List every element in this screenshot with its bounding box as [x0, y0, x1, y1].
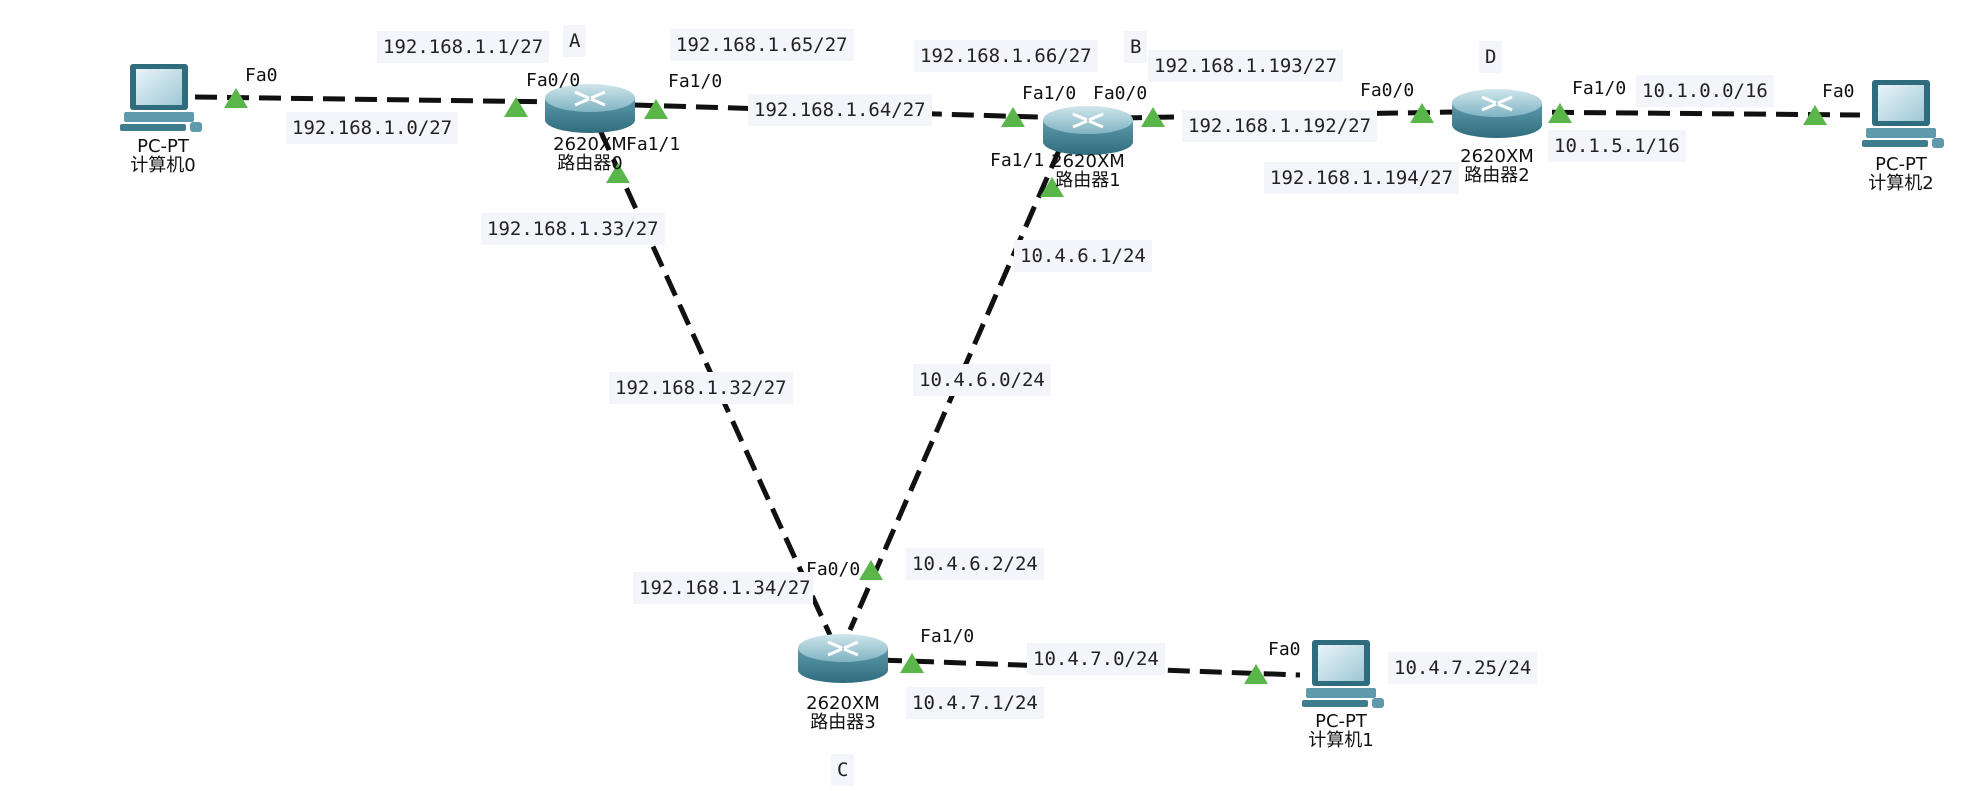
pc1-name: 计算机1 — [1308, 730, 1374, 751]
r0-model: 2620XM — [553, 134, 627, 155]
pc0-name: 计算机0 — [130, 155, 196, 176]
note-r1-fa11-ip: 10.4.6.1/24 — [1014, 240, 1152, 272]
port-marker-r1-fa00[interactable] — [1141, 107, 1165, 127]
port-label-r1-fa10: Fa1/0 — [1022, 83, 1077, 104]
note-net-r1-r2: 192.168.1.192/27 — [1182, 110, 1378, 142]
port-label-r2-fa00: Fa0/0 — [1360, 80, 1415, 101]
note-net-r0-pc0: 192.168.1.0/27 — [286, 112, 459, 144]
port-label-r1-fa11: Fa1/1 — [990, 150, 1045, 171]
note-r1-fa10-ip: 192.168.1.66/27 — [914, 40, 1098, 72]
port-marker-pc1-fa0[interactable] — [1244, 664, 1268, 684]
r3-model: 2620XM — [806, 693, 880, 714]
port-label-pc1-fa0: Fa0 — [1268, 639, 1301, 660]
r2-name: 路由器2 — [1464, 165, 1530, 186]
note-net-r2-pc2: 10.1.0.0/16 — [1636, 75, 1774, 107]
pc0-model: PC-PT — [137, 136, 189, 157]
r1-name: 路由器1 — [1055, 170, 1121, 191]
port-label-r1-fa00: Fa0/0 — [1093, 83, 1148, 104]
port-marker-r3-fa10[interactable] — [900, 653, 924, 673]
port-label-pc2-fa0: Fa0 — [1822, 81, 1855, 102]
link-pc0-r0 — [194, 94, 561, 105]
router-icon[interactable] — [1452, 89, 1542, 138]
note-net-r1-r3: 10.4.6.0/24 — [913, 364, 1051, 396]
r2-model: 2620XM — [1460, 146, 1534, 167]
port-label-r2-fa10: Fa1/0 — [1572, 78, 1627, 99]
port-marker-r0-fa10[interactable] — [644, 99, 668, 119]
router-icon[interactable] — [798, 634, 888, 683]
port-label-pc0-fa0: Fa0 — [245, 65, 278, 86]
pc-icon[interactable] — [120, 64, 202, 132]
port-label-r3-fa10: Fa1/0 — [920, 626, 975, 647]
r3-caption: 2620XM 路由器3 — [798, 694, 888, 732]
note-net-r0-r1: 192.168.1.64/27 — [748, 94, 932, 126]
port-label-r0-fa11: Fa1/1 — [626, 134, 681, 155]
r0-caption: 2620XM 路由器0 — [545, 135, 635, 173]
port-marker-pc0-fa0[interactable] — [224, 88, 248, 108]
pc2-name: 计算机2 — [1868, 173, 1934, 194]
port-label-r3-fa00: Fa0/0 — [806, 559, 861, 580]
note-net-r3-pc1: 10.4.7.0/24 — [1027, 643, 1165, 675]
pc-icon[interactable] — [1862, 80, 1944, 148]
port-marker-pc2-fa0[interactable] — [1803, 105, 1827, 125]
pc1-model: PC-PT — [1315, 711, 1367, 732]
site-letter-d: D — [1479, 41, 1503, 73]
site-letter-b: B — [1124, 31, 1148, 63]
port-marker-r0-fa11[interactable] — [606, 163, 630, 183]
link-r2-pc2 — [1519, 109, 1861, 118]
port-label-r0-fa00: Fa0/0 — [526, 70, 581, 91]
pc1-caption: PC-PT 计算机1 — [1296, 712, 1386, 750]
note-r0-fa10-ip: 192.168.1.65/27 — [670, 29, 854, 61]
r1-caption: 2620XM 路由器1 — [1043, 152, 1133, 190]
site-letter-a: A — [563, 25, 587, 57]
pc-icon[interactable] — [1302, 640, 1384, 708]
note-r0-fa11-ip: 192.168.1.33/27 — [481, 213, 665, 245]
port-marker-r1-fa10[interactable] — [1001, 107, 1025, 127]
note-r1-fa00-ip: 192.168.1.193/27 — [1148, 50, 1344, 82]
pc0-caption: PC-PT 计算机0 — [118, 137, 208, 175]
router-icon[interactable] — [545, 84, 635, 133]
port-marker-r0-fa00[interactable] — [504, 97, 528, 117]
r3-name: 路由器3 — [810, 712, 876, 733]
r2-caption: 2620XM 路由器2 — [1452, 147, 1542, 185]
port-label-r0-fa10: Fa1/0 — [668, 71, 723, 92]
note-r3-fa00-ip: 192.168.1.34/27 — [633, 572, 813, 604]
note-r2-fa10-ip: 10.1.5.1/16 — [1548, 130, 1686, 162]
router-icon[interactable] — [1043, 106, 1133, 155]
pc2-model: PC-PT — [1875, 154, 1927, 175]
port-marker-r3-fa00[interactable] — [859, 560, 883, 580]
port-markers — [224, 88, 1827, 684]
pc2-caption: PC-PT 计算机2 — [1856, 155, 1946, 193]
note-r0-fa00-ip: 192.168.1.1/27 — [377, 31, 550, 63]
note-pc1-ip: 10.4.7.25/24 — [1388, 652, 1538, 684]
r0-name: 路由器0 — [557, 153, 623, 174]
port-marker-r2-fa10[interactable] — [1548, 103, 1572, 123]
port-marker-r1-fa11[interactable] — [1040, 177, 1064, 197]
note-r3-fa10-ip: 10.4.7.1/24 — [906, 687, 1044, 719]
port-marker-r2-fa00[interactable] — [1410, 103, 1434, 123]
site-letter-c: C — [831, 754, 855, 786]
note-r3-fa10-ip-b: 10.4.6.2/24 — [906, 548, 1044, 580]
r1-model: 2620XM — [1051, 151, 1125, 172]
note-r2-fa00-ip: 192.168.1.194/27 — [1264, 162, 1460, 194]
note-net-r0-r3: 192.168.1.32/27 — [609, 372, 793, 404]
